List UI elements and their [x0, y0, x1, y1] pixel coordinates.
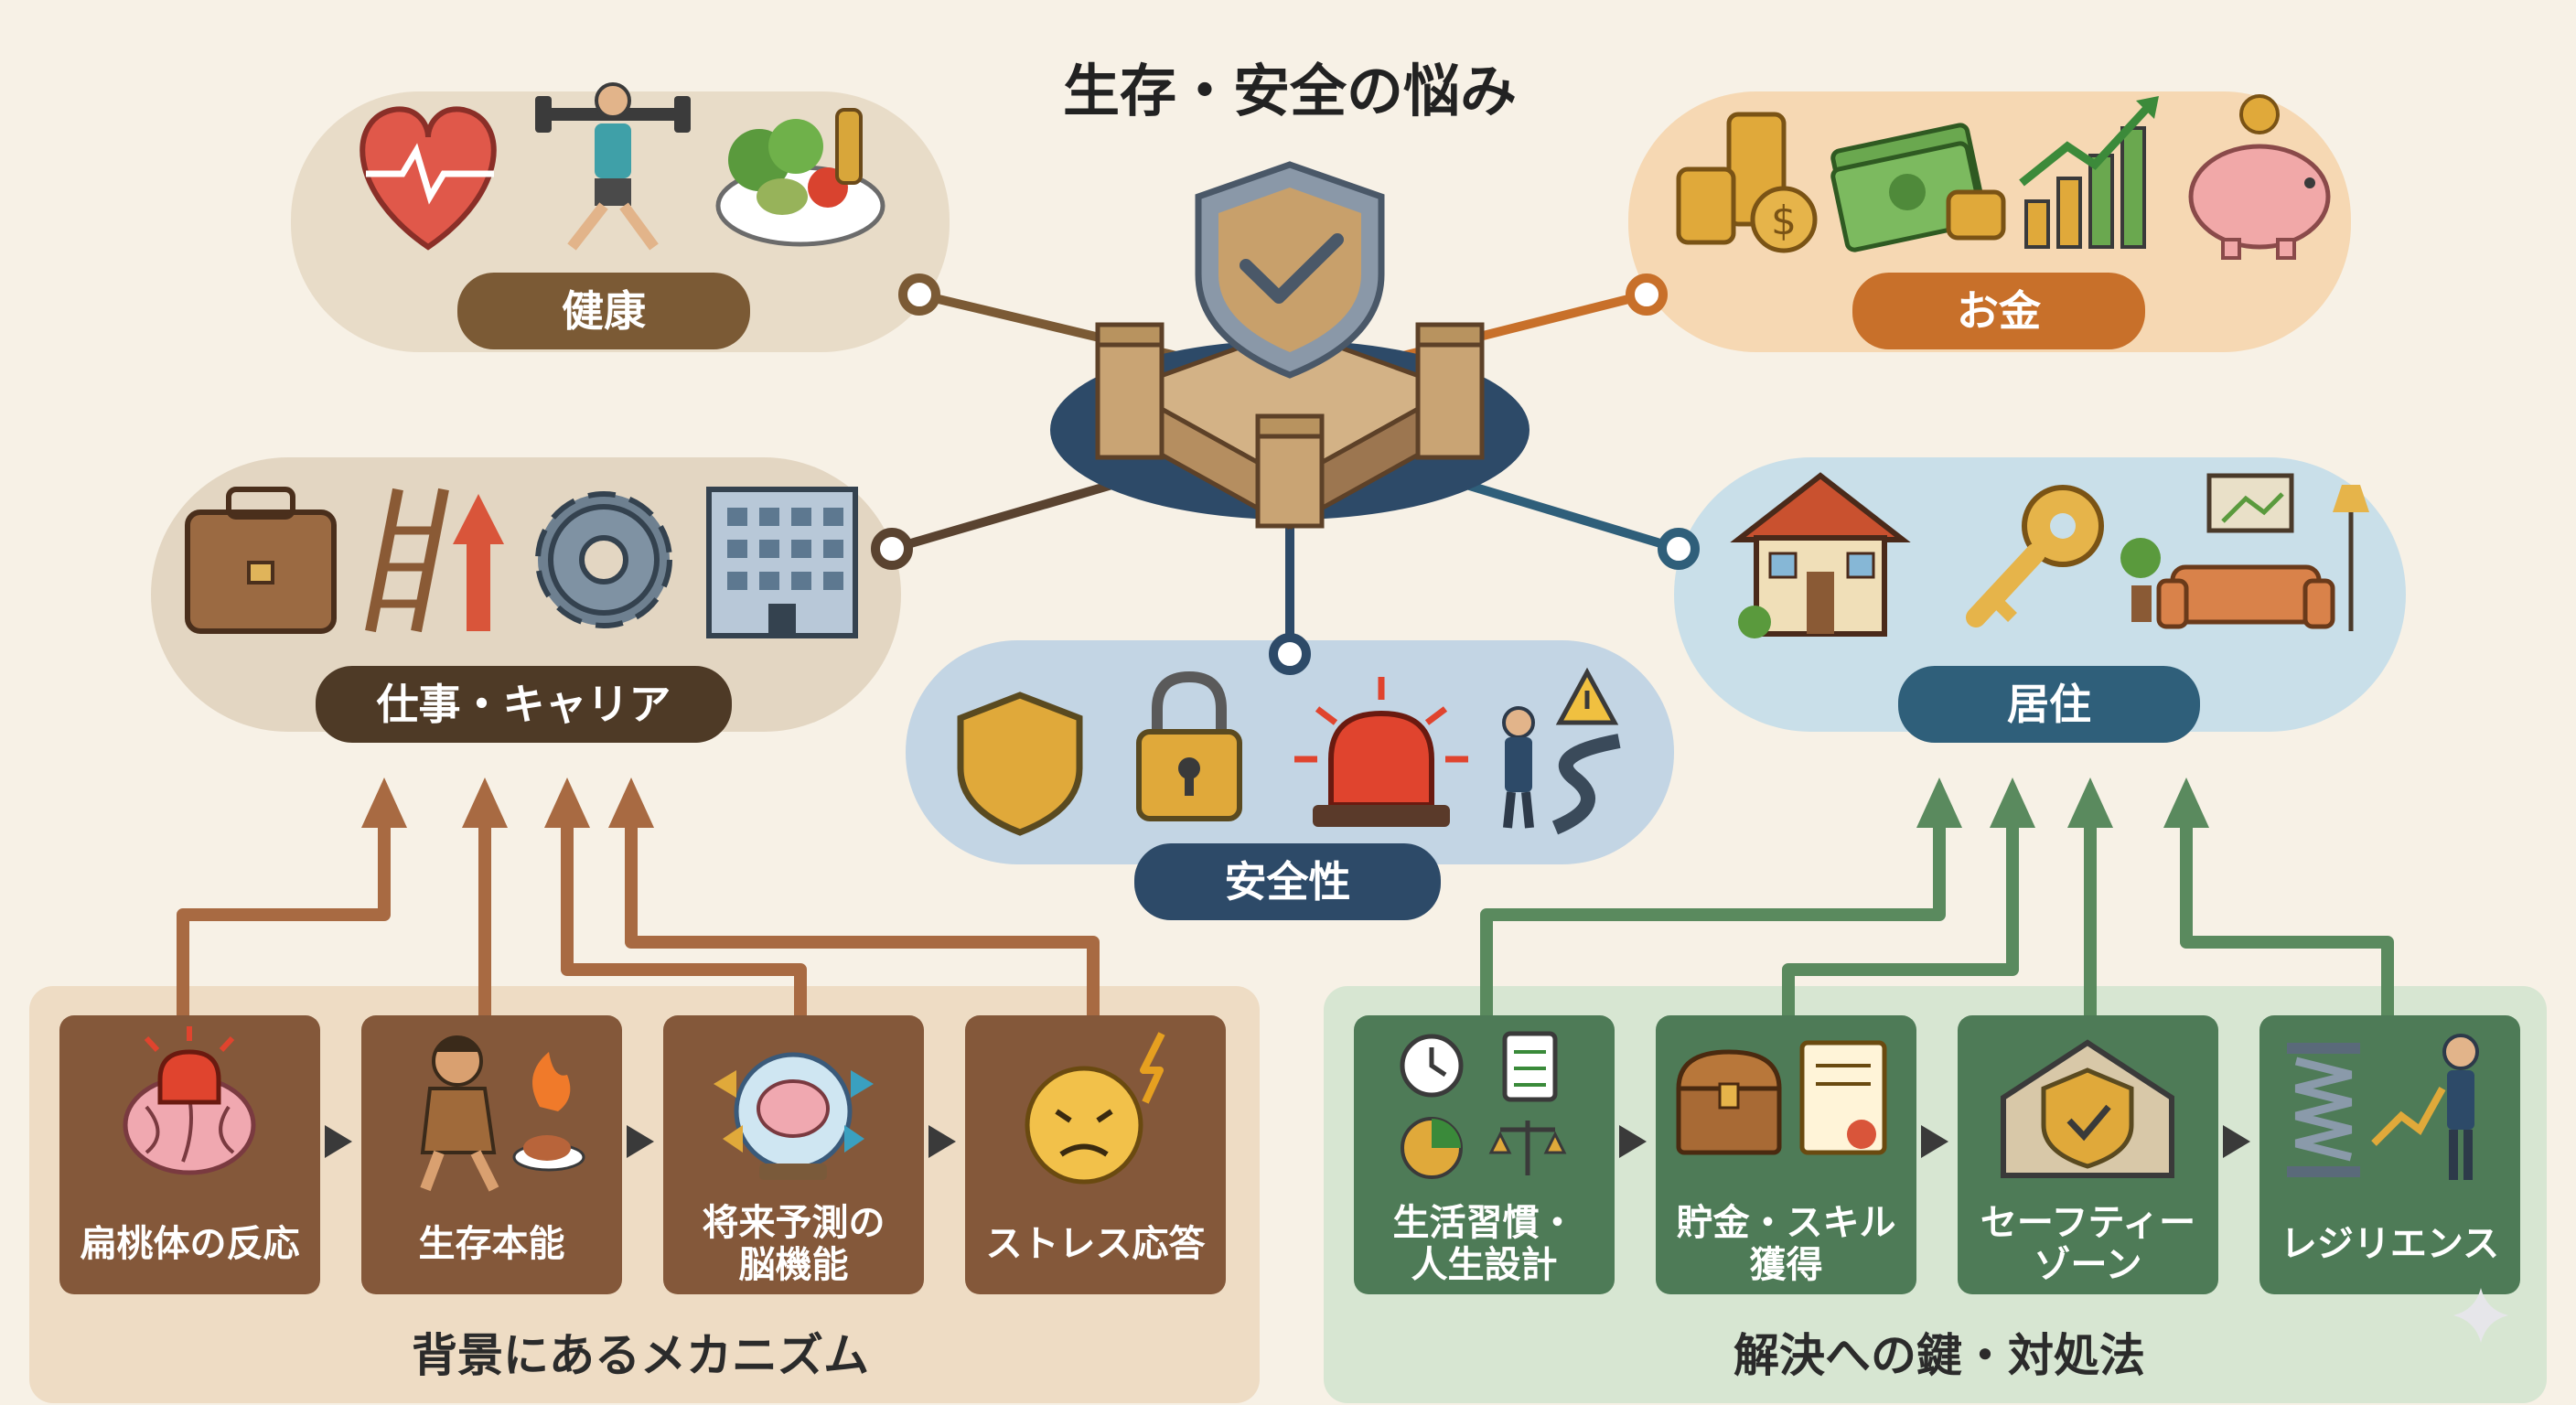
- living-room-icon: [2120, 473, 2369, 631]
- solutions-panel: [1324, 986, 2547, 1403]
- solution-label: レジリエンス: [2280, 1223, 2500, 1265]
- label-health: 健康: [457, 273, 750, 349]
- mechanisms-panel: [29, 986, 1260, 1403]
- cash-icon: [1830, 123, 2006, 252]
- vegetables-icon: [715, 108, 886, 247]
- label-safety: 安全性: [1134, 843, 1441, 920]
- solution-label: 貯金・スキル 獲得: [1676, 1202, 1896, 1286]
- planning-icon: [1400, 1031, 1567, 1179]
- stressed-face-icon: [1025, 1032, 1165, 1185]
- mechanism-flow-arrows: [325, 1125, 956, 1158]
- safe-house-icon: [2001, 1039, 2174, 1178]
- sparkle-icon: [2453, 1288, 2508, 1343]
- warning-path-icon: [1502, 667, 1621, 835]
- solutions-heading: 解決への鍵・対処法: [1733, 1328, 2145, 1382]
- mechanism-arrows: [177, 823, 1100, 1015]
- solution-label: 生活習慣・ 人生設計: [1392, 1202, 1576, 1286]
- heart-icon: [360, 106, 497, 251]
- siren-icon: [1294, 677, 1468, 827]
- page-title: 生存・安全の悩み: [1062, 58, 1517, 125]
- svg-text:$: $: [1771, 198, 1797, 244]
- castle-shield-icon: [1050, 161, 1530, 531]
- brain-globe-icon: [714, 1052, 874, 1180]
- gear-icon: [535, 491, 672, 628]
- solution-label: セーフティー ゾーン: [1980, 1202, 2196, 1286]
- mechanism-arrowheads: [361, 778, 654, 828]
- key-icon: [1966, 485, 2104, 627]
- mechanisms-heading: 背景にあるメカニズム: [412, 1328, 869, 1382]
- solution-flow-arrows: [1619, 1125, 2250, 1158]
- ladder-icon: [365, 488, 504, 633]
- label-housing: 居住: [1898, 666, 2200, 743]
- safety-cloud: [906, 640, 1674, 864]
- house-icon: [1730, 472, 1911, 638]
- brain-alarm-icon: [123, 1026, 256, 1175]
- spring-person-icon: [2287, 1034, 2479, 1180]
- label-work: 仕事・キャリア: [316, 666, 732, 743]
- solution-arrows: [1480, 823, 2394, 1015]
- growth-chart-icon: [2019, 96, 2159, 249]
- mechanism-label: 将来予測の 脳機能: [702, 1202, 886, 1286]
- treasure-chest-icon: [1676, 1040, 1887, 1155]
- coins-icon: $: [1676, 112, 1818, 253]
- dumbbell-person-icon: [535, 82, 691, 251]
- mechanism-label: 生存本能: [418, 1223, 565, 1265]
- connector-nodes: [871, 273, 1700, 675]
- office-building-icon: [706, 487, 858, 638]
- mechanism-label: 扁桃体の反応: [80, 1223, 300, 1265]
- piggy-bank-icon: [2188, 94, 2331, 260]
- caveman-icon: [420, 1035, 585, 1192]
- label-money: お金: [1852, 273, 2145, 349]
- briefcase-icon: [185, 487, 337, 634]
- shield-icon: [957, 692, 1083, 836]
- solution-arrowheads: [1916, 778, 2209, 828]
- mechanism-label: ストレス応答: [985, 1223, 1206, 1265]
- padlock-icon: [1136, 670, 1242, 821]
